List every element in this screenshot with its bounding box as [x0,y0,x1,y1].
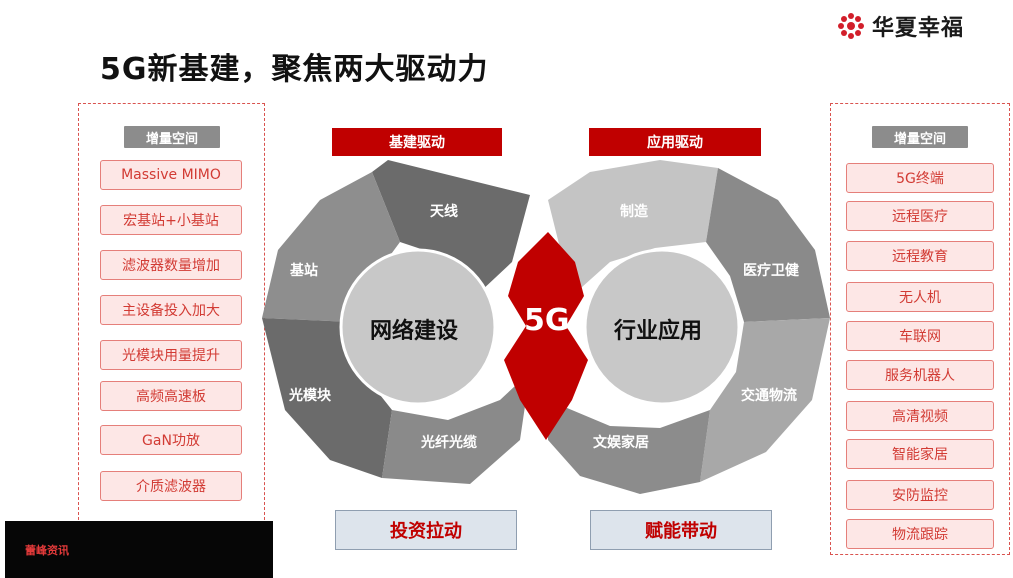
right-item: 无人机 [846,282,994,312]
5g-core-star [504,232,588,440]
right-core-circle [583,248,741,406]
left-item: 宏基站+小基站 [100,205,242,235]
segment-label: 交通物流 [741,388,797,404]
segment-manufacturing [548,160,718,296]
left-item: Massive MIMO [100,160,242,190]
right-panel-header: 增量空间 [872,126,968,148]
brand-name: 华夏幸福 [872,16,965,41]
watermark-title: 蕾峰资讯 [25,544,69,557]
left-item: GaN功放 [100,425,242,455]
left-cycle [262,160,530,484]
segment-label: 光模块 [289,388,331,404]
left-item: 滤波器数量增加 [100,250,242,280]
right-item: 智能家居 [846,439,994,469]
segment-label: 光纤光缆 [421,435,477,451]
watermark-overlay: 蕾峰资讯 [5,521,273,578]
infrastructure-drive-label: 基建驱动 [332,128,502,156]
right-item: 安防监控 [846,480,994,510]
segment-entertainment [548,400,710,494]
right-item: 车联网 [846,321,994,351]
segment-label: 基站 [290,263,318,279]
right-item: 远程教育 [846,241,994,271]
segment-label: 天线 [430,204,458,220]
segment-healthcare [706,168,830,322]
brand-logo: 华夏幸福 [836,10,964,42]
page-title: 5G新基建，聚焦两大驱动力 [100,52,489,87]
empowerment-box: 赋能带动 [590,510,772,550]
segment-label: 医疗卫健 [743,263,799,279]
segment-label: 制造 [620,204,648,220]
left-item: 高频高速板 [100,381,242,411]
right-item: 5G终端 [846,163,994,193]
center-label: 行业应用 [614,319,703,344]
core-5g-label: 5G [524,303,570,338]
right-cycle [548,160,830,494]
right-item: 物流跟踪 [846,519,994,549]
investment-pull-box: 投资拉动 [335,510,517,550]
right-item: 高清视频 [846,401,994,431]
segment-antenna [372,160,530,292]
segment-optical-module [262,318,392,478]
application-drive-label: 应用驱动 [589,128,761,156]
segment-fiber-cable [382,372,530,484]
right-increment-panel [830,103,1010,555]
flower-logo-icon [838,13,864,39]
right-item: 服务机器人 [846,360,994,390]
left-item: 光模块用量提升 [100,340,242,370]
segment-transport [700,318,830,482]
right-item: 远程医疗 [846,201,994,231]
left-item: 介质滤波器 [100,471,242,501]
left-core-circle [339,248,497,406]
left-item: 主设备投入加大 [100,295,242,325]
center-label: 网络建设 [370,319,459,344]
left-panel-header: 增量空间 [124,126,220,148]
segment-label: 文娱家居 [593,435,649,451]
